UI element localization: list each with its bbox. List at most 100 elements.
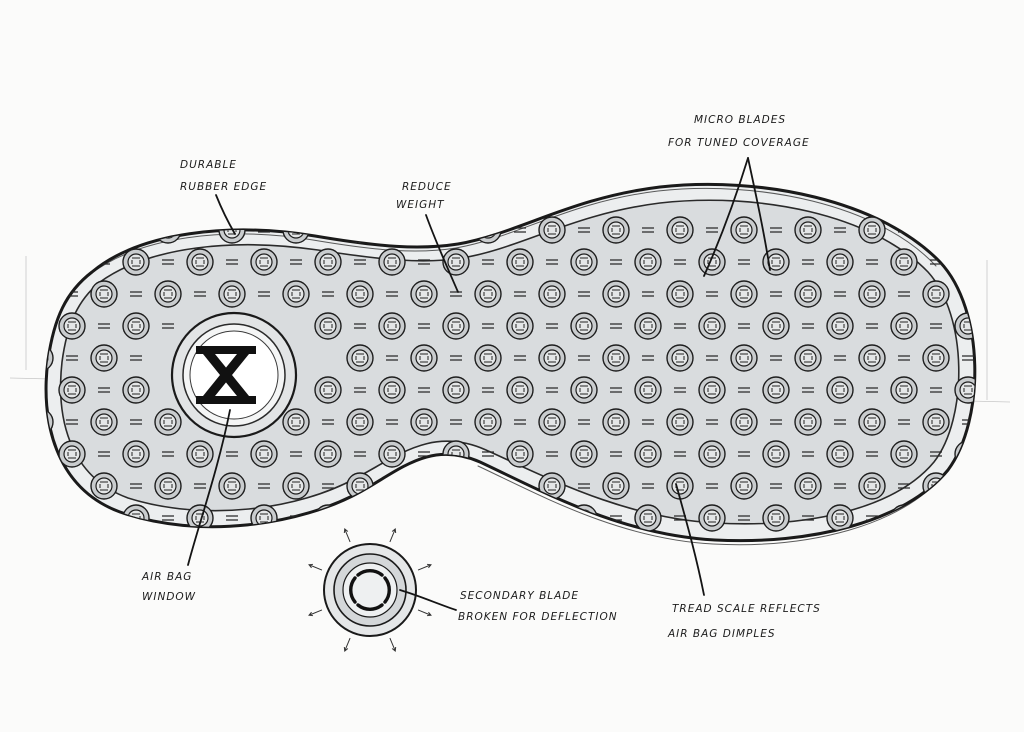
tread-pod [506,248,534,276]
micro-blade [98,323,110,329]
micro-blade [162,515,174,521]
label-tread-scale-1: TREAD SCALE REFLECTS [672,603,821,615]
tread-pod [186,504,214,532]
tread-pod [122,248,150,276]
micro-blade [898,355,910,361]
tread-pod [378,248,406,276]
tread-pod [442,440,470,468]
micro-blade [130,483,142,489]
tread-pod [122,440,150,468]
micro-blade [418,387,430,393]
tread-pod [378,312,406,340]
micro-blade [866,259,878,265]
tread-pod [602,472,630,500]
micro-blade [162,259,174,265]
tread-pod [346,408,374,436]
tread-pod [410,344,438,372]
micro-blade [866,451,878,457]
micro-blade [418,323,430,329]
leader-micro-blades-a [703,157,749,277]
tread-pod [346,344,374,372]
tread-pod [826,504,854,532]
micro-blade [898,291,910,297]
micro-blade [514,419,526,425]
tread-pod [442,376,470,404]
micro-blade [962,355,974,361]
tread-pod [46,280,54,308]
tread-pod [698,312,726,340]
micro-blade [706,419,718,425]
micro-blade [482,515,494,521]
label-reduce-weight-2: WEIGHT [396,199,445,211]
micro-blade [802,515,814,521]
tread-pod [122,376,150,404]
leader-lines [187,157,771,611]
micro-blade [514,291,526,297]
tread-pod [538,280,566,308]
tread-pod [954,312,975,340]
micro-blade [706,291,718,297]
tread-pod [90,280,118,308]
micro-blade [578,483,590,489]
tread-pod [378,504,406,532]
micro-blade [98,387,110,393]
tread-pod [922,216,950,244]
micro-blade [770,291,782,297]
micro-blade [322,483,334,489]
micro-blade [354,515,366,521]
tread-pod [154,472,182,500]
micro-blade [866,387,878,393]
tread-pod [570,312,598,340]
micro-blade [546,451,558,457]
tread-pod [922,408,950,436]
tread-pod [890,312,918,340]
micro-blade [226,259,238,265]
label-secondary-blade-1: SECONDARY BLADE [460,590,579,602]
tread-pod [442,312,470,340]
tread-pod [314,504,342,532]
secondary-blade-detail [308,528,432,652]
air-bag-window [170,311,298,439]
tread-pod [954,376,975,404]
tread-pod [826,440,854,468]
micro-blade [354,259,366,265]
tread-pod [634,440,662,468]
tread-pod [858,472,886,500]
micro-blade [194,291,206,297]
tread-pod [186,248,214,276]
tread-pod [474,472,502,500]
tread-pod [122,312,150,340]
micro-blade [130,355,142,361]
micro-blade [162,451,174,457]
micro-blade [962,291,974,297]
tread-pod [666,344,694,372]
micro-blade [834,419,846,425]
tread-pod [314,440,342,468]
micro-blade [386,291,398,297]
tread-pod [250,504,278,532]
tread-pod [506,376,534,404]
micro-blade [866,323,878,329]
micro-blade [578,355,590,361]
micro-blade [98,451,110,457]
tread-pod [602,344,630,372]
micro-blade [450,227,462,233]
tread-pod [698,440,726,468]
tread-pod [762,440,790,468]
tread-pod [602,216,630,244]
micro-blade [194,483,206,489]
tread-pod [858,216,886,244]
micro-blade [642,355,654,361]
tread-pod [730,280,758,308]
micro-blade [450,483,462,489]
tread-pod [506,504,534,532]
micro-blade [610,323,622,329]
micro-blade [802,387,814,393]
tread-pod [90,216,118,244]
tread-pod [954,248,975,276]
tread-pod [762,312,790,340]
tread-pod [474,344,502,372]
tread-pod [698,376,726,404]
